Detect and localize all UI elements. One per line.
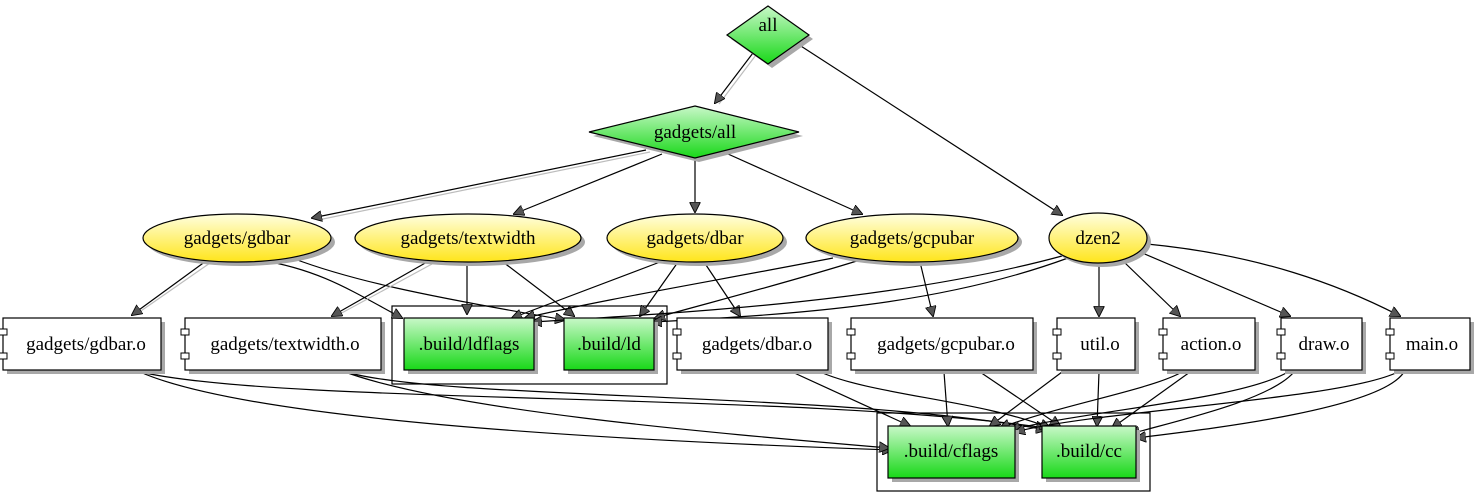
node-draw-o[interactable]: draw.o bbox=[1276, 317, 1366, 374]
node-action-o-label: action.o bbox=[1181, 334, 1242, 355]
node-gcpubar-o[interactable]: gadgets/gcpubar.o bbox=[846, 317, 1037, 374]
node-all-label: all bbox=[759, 15, 778, 36]
node-util-o-label: util.o bbox=[1080, 334, 1120, 355]
node-dzen2-label: dzen2 bbox=[1075, 228, 1120, 249]
node-build-ldflags-label: .build/ldflags bbox=[419, 334, 520, 355]
node-gadgets-textwidth-label: gadgets/textwidth bbox=[400, 228, 536, 249]
node-build-cc-label: .build/cc bbox=[1056, 441, 1122, 462]
node-gadgets-all[interactable]: gadgets/all bbox=[588, 105, 803, 162]
node-build-cflags-label: .build/cflags bbox=[904, 441, 998, 462]
node-action-o[interactable]: action.o bbox=[1158, 317, 1259, 374]
node-gadgets-gcpubar-label: gadgets/gcpubar bbox=[850, 228, 975, 249]
node-main-o[interactable]: main.o bbox=[1385, 317, 1474, 374]
node-util-o[interactable]: util.o bbox=[1052, 317, 1139, 374]
node-gcpubar-o-label: gadgets/gcpubar.o bbox=[877, 334, 1015, 355]
node-gadgets-all-label: gadgets/all bbox=[654, 122, 736, 143]
node-build-ld-label: .build/ld bbox=[577, 334, 641, 355]
node-dzen2[interactable]: dzen2 bbox=[1048, 212, 1151, 267]
node-build-ldflags[interactable]: .build/ldflags bbox=[403, 317, 538, 374]
node-build-ld[interactable]: .build/ld bbox=[563, 317, 658, 374]
node-build-cflags[interactable]: .build/cflags bbox=[887, 425, 1019, 482]
node-gadgets-gcpubar[interactable]: gadgets/gcpubar bbox=[805, 213, 1022, 266]
node-dbar-o-label: gadgets/dbar.o bbox=[702, 334, 812, 355]
edges bbox=[132, 38, 1405, 450]
node-all[interactable]: all bbox=[725, 5, 813, 68]
node-textwidth-o-label: gadgets/textwidth.o bbox=[210, 334, 359, 355]
node-gadgets-dbar-label: gadgets/dbar bbox=[646, 228, 744, 249]
node-gdbar-o[interactable]: gadgets/gdbar.o bbox=[0, 317, 165, 374]
ld-cluster-box bbox=[391, 305, 668, 385]
node-gdbar-o-label: gadgets/gdbar.o bbox=[26, 334, 146, 355]
node-build-cc[interactable]: .build/cc bbox=[1041, 425, 1140, 482]
node-textwidth-o[interactable]: gadgets/textwidth.o bbox=[180, 317, 385, 374]
cc-cluster-box bbox=[876, 412, 1151, 492]
node-draw-o-label: draw.o bbox=[1299, 334, 1350, 355]
node-gadgets-dbar[interactable]: gadgets/dbar bbox=[606, 213, 787, 266]
node-gadgets-textwidth[interactable]: gadgets/textwidth bbox=[354, 213, 585, 266]
node-gadgets-gdbar[interactable]: gadgets/gdbar bbox=[142, 213, 335, 266]
node-main-o-label: main.o bbox=[1406, 334, 1458, 355]
node-dbar-o[interactable]: gadgets/dbar.o bbox=[672, 317, 832, 374]
node-gadgets-gdbar-label: gadgets/gdbar bbox=[184, 228, 291, 249]
